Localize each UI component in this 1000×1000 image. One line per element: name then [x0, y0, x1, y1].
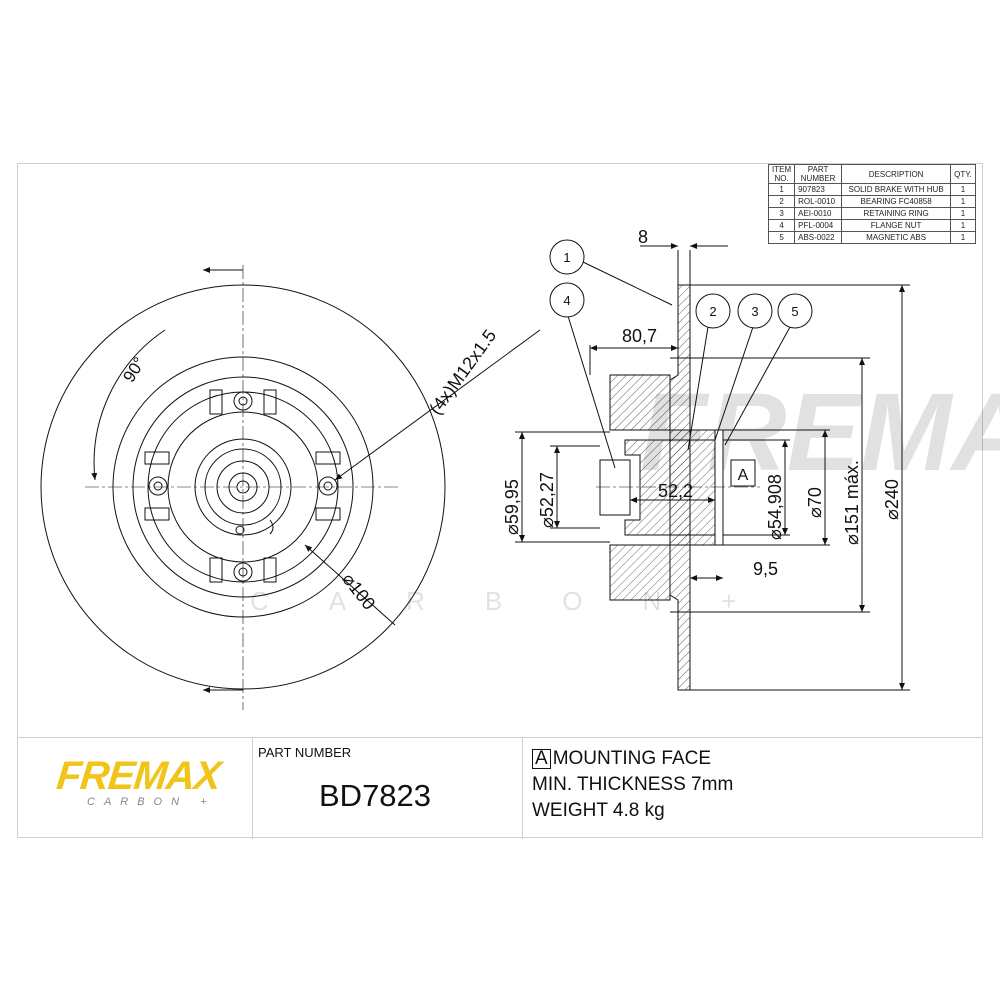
- bom-qty: 1: [950, 183, 976, 196]
- min-thickness-note: MIN. THICKNESS 7mm: [532, 774, 734, 795]
- bom-part: 907823: [794, 183, 843, 196]
- dim-d5: ⌀151 máx.: [842, 460, 862, 545]
- balloon-4-label: 4: [563, 293, 570, 308]
- dim-thickness: 8: [638, 227, 648, 247]
- balloon-1: [549, 239, 585, 275]
- bom-item: 5: [767, 231, 796, 244]
- bom-desc: SOLID BRAKE WITH HUB: [841, 183, 952, 196]
- dim-d2: ⌀52,27: [537, 472, 557, 528]
- mounting-face-note: MOUNTING FACE: [552, 748, 712, 769]
- bom-desc: BEARING FC40858: [841, 195, 952, 208]
- side-section-view: [515, 239, 910, 691]
- balloon-5: [777, 293, 813, 329]
- bom-qty: 1: [950, 207, 976, 220]
- bom-part: ROL-0010: [794, 195, 843, 208]
- datum-box: A: [532, 749, 551, 769]
- part-number-value: BD7823: [319, 778, 432, 813]
- balloon-5-label: 5: [791, 304, 798, 319]
- weight-note: WEIGHT 4.8 kg: [532, 800, 665, 821]
- logo-text: FREMAX: [54, 754, 223, 798]
- bom-desc: RETAINING RING: [841, 207, 952, 220]
- balloon-3-label: 3: [751, 304, 758, 319]
- abs-ring: [714, 429, 724, 546]
- dim-height: 80,7: [622, 326, 657, 346]
- dim-d1: ⌀59,95: [502, 479, 522, 535]
- balloon-2-label: 2: [709, 304, 716, 319]
- dim-d4: ⌀70: [805, 487, 825, 518]
- bom-header-part: PART NUMBER: [794, 164, 843, 184]
- dim-offset: 9,5: [753, 559, 778, 579]
- balloons: [549, 239, 813, 329]
- front-view: [40, 265, 541, 710]
- dim-d6: ⌀240: [882, 479, 902, 520]
- balloon-2: [695, 293, 731, 329]
- balloon-3: [737, 293, 773, 329]
- datum-a-box: [730, 459, 756, 487]
- bom-qty: 1: [950, 219, 976, 232]
- datum-a-label: A: [738, 467, 749, 484]
- bom-header-qty: QTY.: [950, 164, 976, 184]
- bom-part: PFL-0004: [794, 219, 843, 232]
- angle-label: 90°: [119, 354, 149, 386]
- bom-header-item: ITEM NO.: [767, 164, 796, 184]
- bom-part: AEI-0010: [794, 207, 843, 220]
- bom-desc: MAGNETIC ABS: [841, 231, 952, 244]
- thread-label: (4x)M12x1.5: [425, 326, 500, 419]
- drawing-frame: [17, 163, 983, 838]
- flange-nut: [599, 459, 631, 516]
- bom-part: ABS-0022: [794, 231, 843, 244]
- fremax-logo: FREMAX CARBON +: [54, 754, 257, 808]
- logo-subtext: CARBON +: [87, 796, 216, 808]
- bom-item: 1: [767, 183, 796, 196]
- bom-item: 2: [767, 195, 796, 208]
- dim-bearing-depth: 52,2: [658, 481, 693, 501]
- balloon-4: [549, 282, 585, 318]
- part-number-label: PART NUMBER: [258, 745, 352, 760]
- bom-item: 4: [767, 219, 796, 232]
- dim-d3: ⌀54,908: [765, 474, 785, 540]
- bom-item: 3: [767, 207, 796, 220]
- bom-qty: 1: [950, 195, 976, 208]
- balloon-1-label: 1: [563, 250, 570, 265]
- bom-qty: 1: [950, 231, 976, 244]
- bom-desc: FLANGE NUT: [841, 219, 952, 232]
- bom-header-desc: DESCRIPTION: [841, 164, 952, 184]
